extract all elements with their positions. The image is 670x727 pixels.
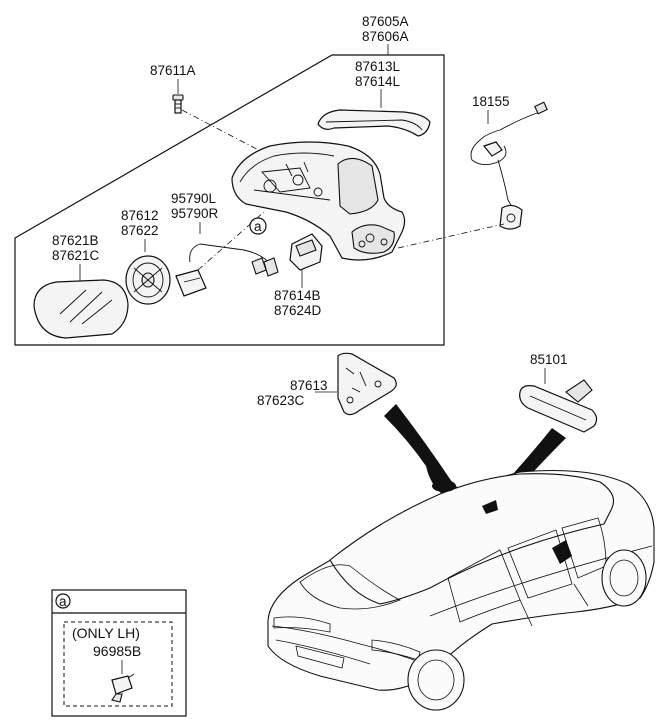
mirror-glass-87621B — [33, 279, 129, 339]
label-87613: 87613 — [290, 378, 328, 393]
label-87622: 87622 — [121, 223, 159, 238]
label-87614L: 87614L — [355, 74, 401, 89]
label-95790R: 95790R — [171, 206, 219, 221]
label-87614B: 87614B — [274, 288, 321, 303]
label-87606A: 87606A — [362, 29, 409, 44]
label-87624D: 87624D — [274, 303, 322, 318]
wiring-center-line — [197, 211, 265, 271]
legend-box: a (ONLY LH) 96985B — [51, 589, 187, 717]
legend-letter: a — [59, 594, 67, 609]
label-18155: 18155 — [472, 94, 510, 109]
callout-a-letter: a — [254, 219, 262, 234]
callout-a-circle — [249, 217, 267, 235]
label-87612: 87612 — [121, 208, 159, 223]
mirror-cover-87613L — [317, 109, 431, 137]
mirror-housing-87605A — [231, 141, 406, 261]
label-87611A: 87611A — [150, 63, 196, 78]
label-87613L: 87613L — [355, 59, 401, 74]
car-illustration — [267, 469, 655, 711]
label-87623C: 87623C — [257, 393, 305, 408]
inside-mirror-85101 — [519, 379, 598, 433]
label-87621B: 87621B — [52, 233, 99, 248]
harness-center-line — [397, 223, 505, 249]
clip-96985B — [111, 673, 135, 703]
base-cover-87613 — [337, 352, 397, 416]
label-95790L: 95790L — [171, 191, 217, 206]
label-85101: 85101 — [530, 352, 568, 367]
actuator-87612 — [125, 255, 171, 305]
legend-note: (ONLY LH) — [72, 625, 140, 641]
label-96985B: 96985B — [93, 643, 141, 659]
label-87605A: 87605A — [362, 14, 409, 29]
pointer-arrow-base-cover — [384, 404, 460, 494]
label-87621C: 87621C — [52, 248, 100, 263]
wiring-95790L — [175, 243, 279, 297]
bolt-center-line — [181, 109, 271, 157]
wiring-harness-18155 — [470, 101, 548, 230]
assembly-frame — [14, 54, 445, 346]
side-lamp-87614B — [289, 233, 323, 271]
bolt-87611A — [172, 94, 184, 114]
